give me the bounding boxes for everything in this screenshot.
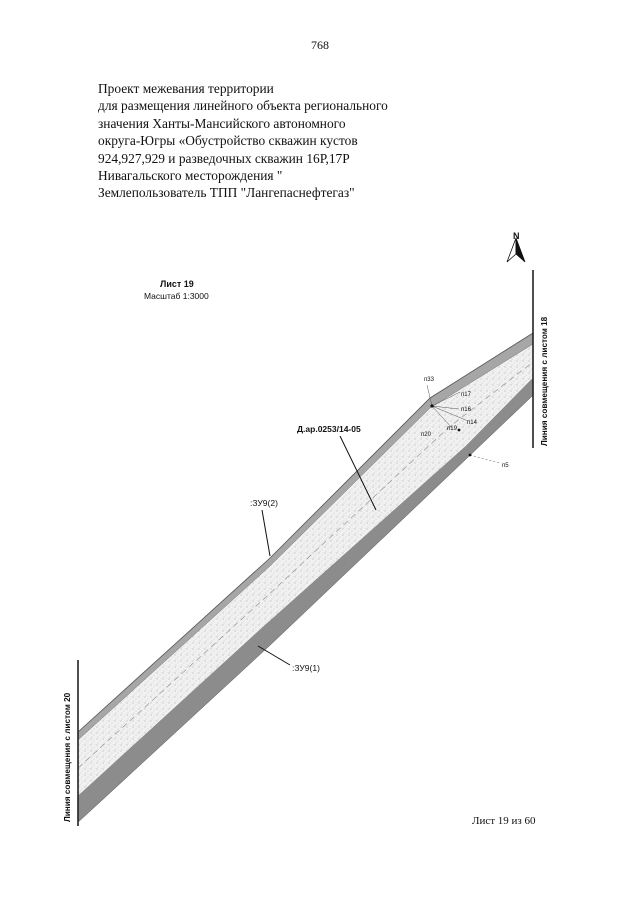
match-line-left-label: Линия совмещения с листом 20 [63, 692, 72, 822]
title-line: Нивагальского месторождения " [98, 168, 283, 184]
point-label: п5 [502, 463, 509, 469]
cadastral-ref-label: Д.ар.0253/14-05 [297, 424, 361, 434]
sheet-title: Лист 19 [160, 279, 194, 289]
title-line: Землепользователь ТПП "Лангепаснефтегаз" [98, 185, 355, 201]
parcel-lower-leader [257, 645, 291, 666]
match-line-right-label: Линия совмещения с листом 18 [540, 316, 549, 446]
sheet-footer: Лист 19 из 60 [472, 815, 536, 827]
point-label: п20 [421, 432, 432, 438]
point-label: п19 [447, 426, 458, 432]
point-label: п33 [424, 377, 435, 383]
title-line: 924,927,929 и разведочных скважин 16Р,17… [98, 150, 350, 166]
point-label: п17 [461, 392, 472, 398]
point-label: п14 [467, 420, 478, 426]
title-line: для размещения линейного объекта региона… [98, 98, 388, 114]
corridor-lower-band [78, 378, 533, 822]
map-scale: Масштаб 1:3000 [144, 291, 209, 301]
north-arrow-icon [506, 237, 526, 263]
title-line: Проект межевания территории [98, 81, 274, 96]
parcel-lower-label: :ЗУ9(1) [292, 663, 320, 673]
north-label: N [513, 231, 520, 241]
title-line: округа-Югры «Обустройство скважин кустов [98, 133, 358, 149]
cadastral-ref-leader [339, 435, 377, 511]
point-label: п16 [461, 407, 472, 413]
parcel-upper-leader [261, 509, 271, 557]
survey-points [426, 384, 501, 464]
document-title: Проект межевания территории для размещен… [98, 80, 438, 202]
page-number: 768 [311, 38, 329, 52]
parcel-upper-label: :ЗУ9(2) [250, 498, 278, 508]
title-line: значения Ханты-Мансийского автономного [98, 115, 346, 131]
